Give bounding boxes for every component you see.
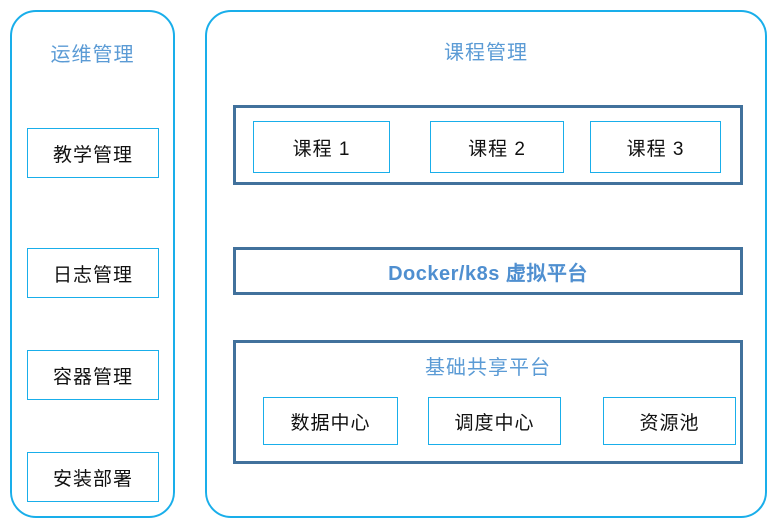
docker-k8s-platform-label: Docker/k8s 虚拟平台	[388, 262, 588, 285]
base-box-scheduling-center[interactable]: 调度中心	[428, 397, 561, 445]
course-box-label: 课程 2	[468, 138, 526, 160]
course-box-label: 课程 3	[626, 138, 685, 160]
sidebar-item-log-management[interactable]: 日志管理	[27, 248, 159, 298]
ops-panel-title: 运维管理	[50, 44, 135, 66]
base-box-data-center[interactable]: 数据中心	[263, 397, 398, 445]
course-panel-title: 课程管理	[444, 42, 528, 64]
sidebar-item-container-management[interactable]: 容器管理	[27, 350, 159, 400]
course-box-3[interactable]: 课程 3	[590, 121, 721, 173]
sidebar-item-label: 安装部署	[52, 468, 133, 490]
courses-section: 课程 1 课程 2 课程 3	[233, 105, 743, 185]
base-box-resource-pool[interactable]: 资源池	[603, 397, 736, 445]
base-shared-platform-section: 基础共享平台 数据中心 调度中心 资源池	[233, 340, 743, 464]
sidebar-item-install-deploy[interactable]: 安装部署	[27, 452, 159, 502]
base-box-label: 资源池	[639, 412, 700, 434]
base-box-label: 数据中心	[290, 412, 371, 434]
course-box-1[interactable]: 课程 1	[253, 121, 390, 173]
course-management-panel: 课程管理 课程 1 课程 2 课程 3 Docker/k8s 虚拟平台 基础共享…	[205, 10, 767, 518]
sidebar-item-label: 容器管理	[52, 366, 133, 388]
sidebar-item-label: 教学管理	[52, 144, 133, 166]
course-box-2[interactable]: 课程 2	[430, 121, 564, 173]
base-box-label: 调度中心	[454, 412, 535, 434]
course-box-label: 课程 1	[292, 138, 351, 160]
docker-k8s-platform-section[interactable]: Docker/k8s 虚拟平台	[233, 247, 743, 295]
ops-management-panel: 运维管理 教学管理 日志管理 容器管理 安装部署	[10, 10, 175, 518]
sidebar-item-teaching-management[interactable]: 教学管理	[27, 128, 159, 178]
base-shared-platform-title: 基础共享平台	[425, 357, 551, 379]
sidebar-item-label: 日志管理	[52, 264, 133, 286]
